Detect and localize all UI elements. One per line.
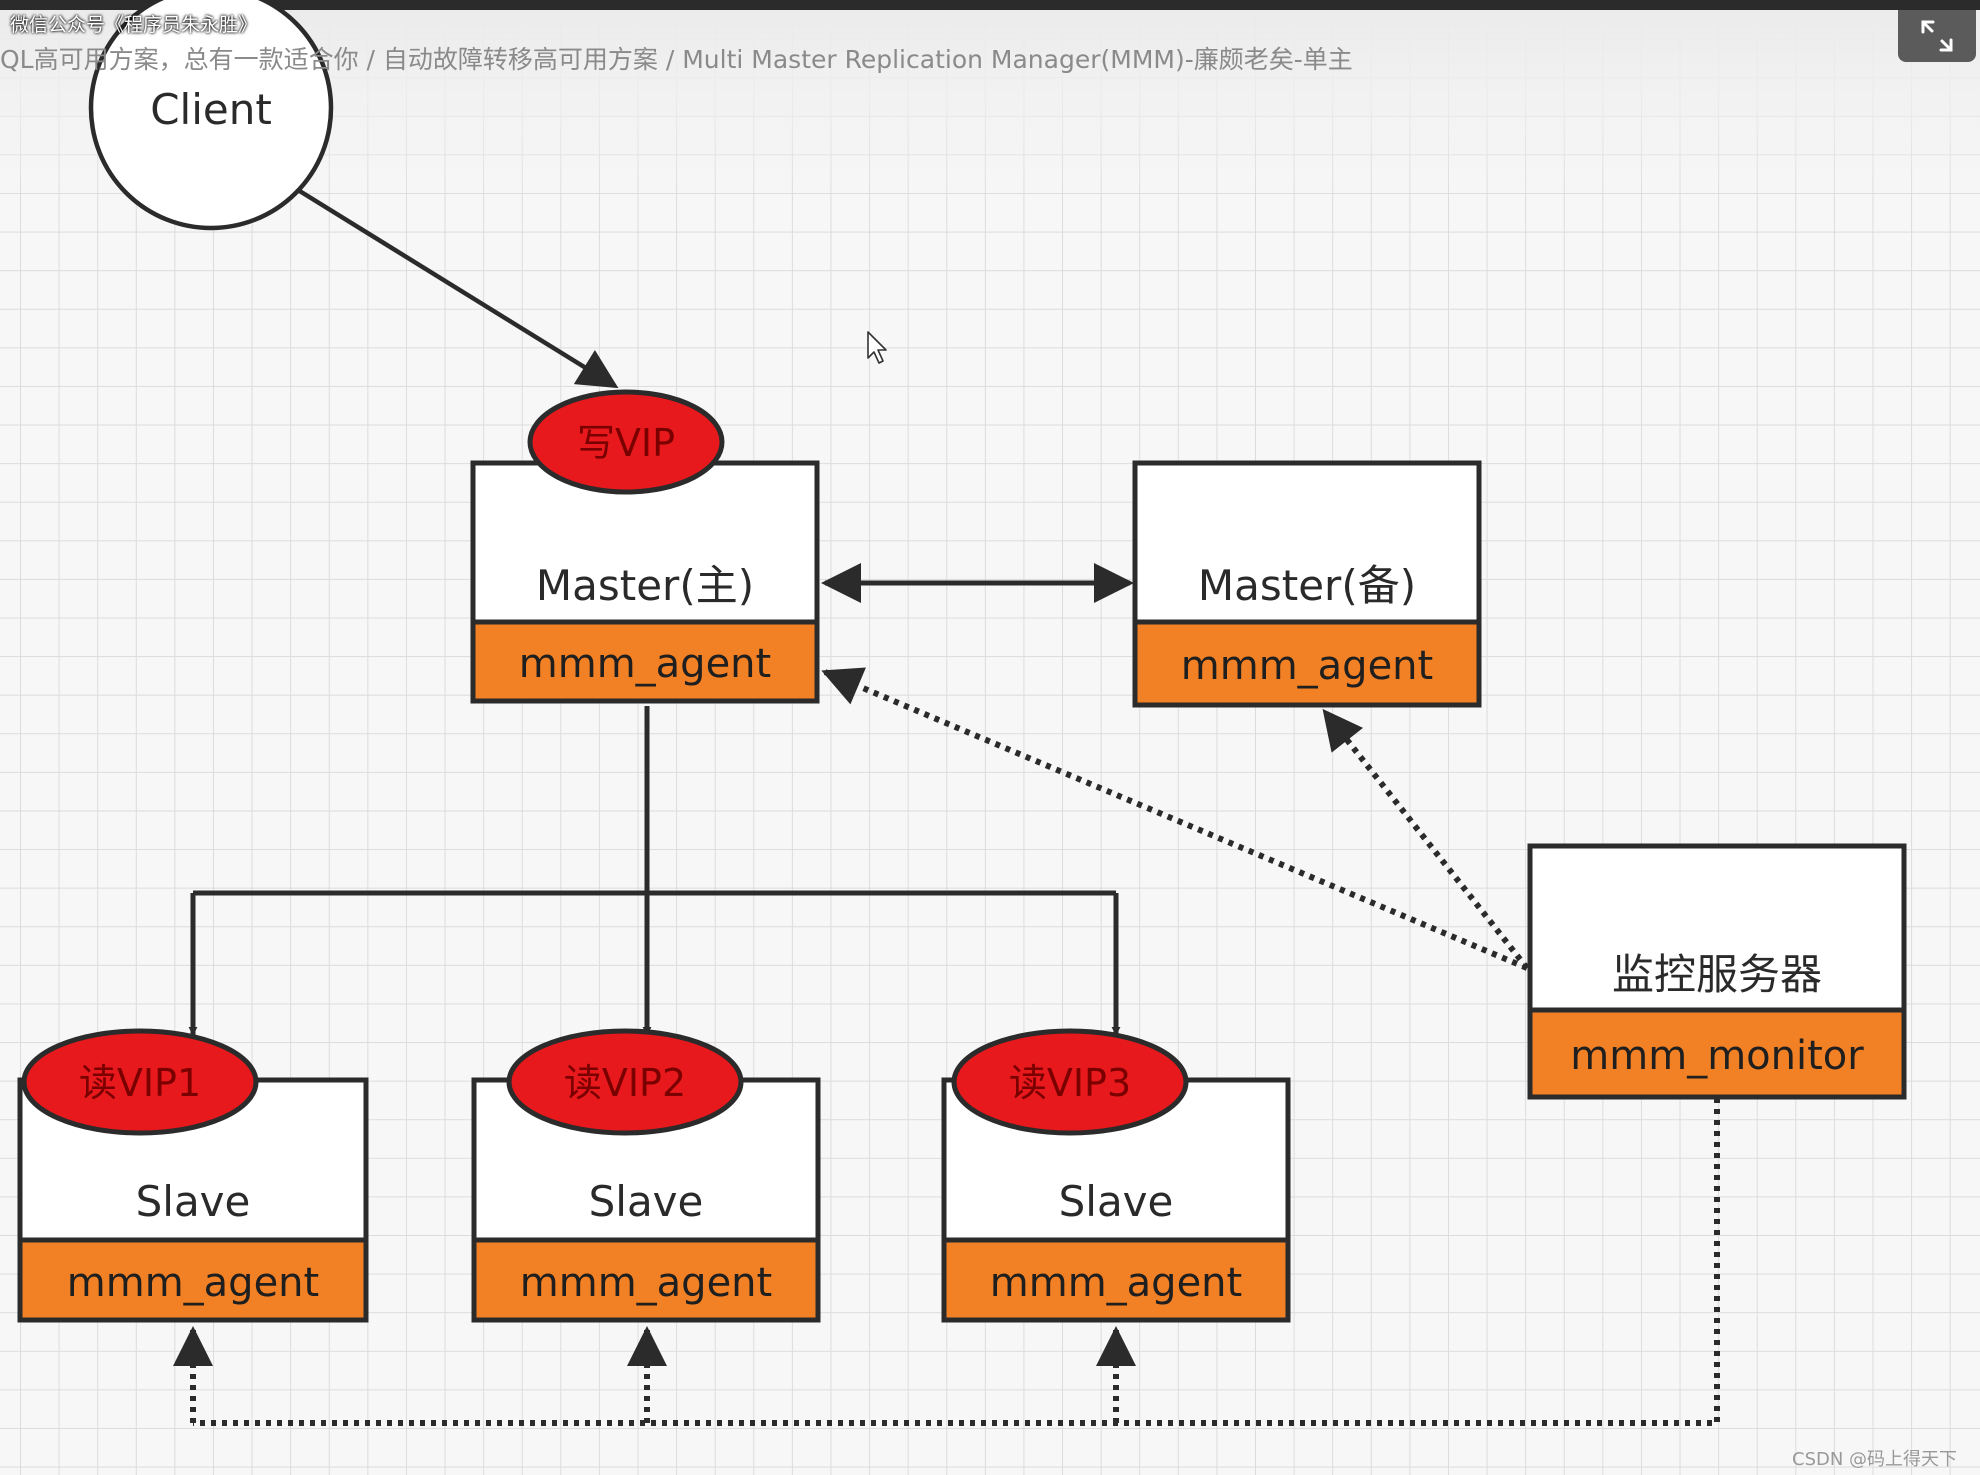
master-primary-node: Master(主) mmm_agent [470,460,820,704]
slave-3-label: Slave [1059,1177,1174,1226]
top-strip [0,0,1980,10]
slave-2-label: Slave [589,1177,704,1226]
watermark-top: 微信公众号《程序员朱永胜》 [10,14,258,36]
slave-3-vip-badge [951,1028,1189,1136]
slave-1-agent-label: mmm_agent [67,1260,319,1306]
breadcrumb[interactable]: QL高可用方案，总有一款适合你 / 自动故障转移高可用方案 / Multi Ma… [0,45,1353,74]
slave-node-3: Slave mmm_agent 读VIP3 [941,1028,1291,1323]
master-backup-node: Master(备) mmm_agent [1132,460,1482,708]
master-primary-label: Master(主) [536,561,754,610]
expand-icon [1921,20,1953,52]
watermark-bottom: CSDN @码上得天下 [1792,1449,1958,1470]
client-to-master-arrow [296,188,619,389]
slave-1-vip-label: 读VIP1 [79,1061,201,1105]
monitor-links [173,667,1720,1426]
slave-3-agent-band [941,1237,1291,1323]
client-node: Client [88,0,334,231]
monitor-agent-label: mmm_monitor [1570,1033,1864,1079]
master-backup-label: Master(备) [1198,561,1416,610]
slave-1-agent-band [17,1237,369,1323]
write-vip-label: 写VIP [577,421,675,465]
master-primary-agent-band [470,619,820,704]
monitor-label: 监控服务器 [1612,950,1822,999]
slave-2-vip-badge [506,1028,744,1136]
slave-2-vip-label: 读VIP2 [564,1061,686,1105]
slave-node-2: Slave mmm_agent 读VIP2 [471,1028,821,1323]
mouse-pointer-icon [867,331,887,364]
slave-2-agent-band [471,1237,821,1323]
slave-2-agent-label: mmm_agent [520,1260,772,1306]
slave-node-1: Slave mmm_agent 读VIP1 [17,1028,369,1323]
master-to-slaves-lines [188,706,1121,1036]
slave-3-vip-label: 读VIP3 [1009,1061,1131,1105]
monitor-server-node: 监控服务器 mmm_monitor [1527,843,1907,1100]
slave-1-label: Slave [136,1177,251,1226]
master-backup-agent-band [1132,619,1482,708]
master-backup-agent-label: mmm_agent [1181,643,1433,689]
slave-1-vip-badge [21,1028,259,1136]
monitor-agent-band [1527,1007,1907,1100]
write-vip-badge: 写VIP [527,389,725,495]
expand-button[interactable] [1898,10,1976,62]
client-label: Client [150,85,272,134]
slave-3-agent-label: mmm_agent [990,1260,1242,1306]
master-primary-agent-label: mmm_agent [519,641,771,687]
